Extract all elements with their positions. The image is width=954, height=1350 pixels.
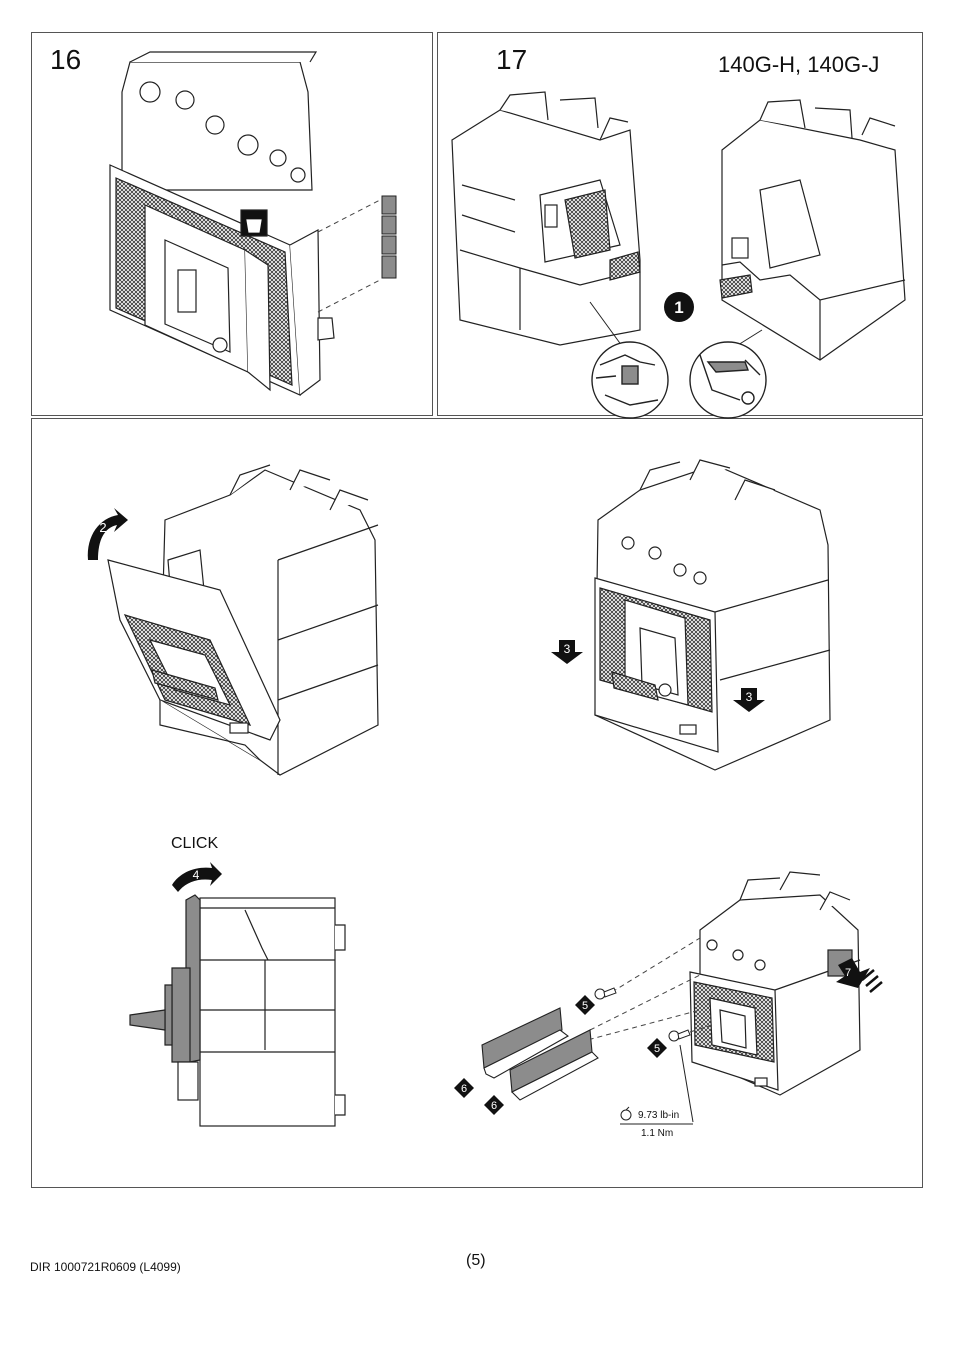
callout-3-right-label: 3 — [746, 690, 753, 704]
callout-7: 7 — [836, 958, 883, 993]
callout-1: 1 — [664, 292, 694, 322]
screw-upper — [594, 987, 617, 1000]
step16-leader-lines — [317, 199, 381, 313]
callout-6-upper: 6 — [454, 1078, 474, 1098]
assembly-dashed-guides — [579, 937, 713, 1043]
callout-3-left-label: 3 — [564, 642, 571, 656]
model-numbers: 140G-H, 140G-J — [718, 52, 880, 77]
terminal-covers — [481, 1007, 599, 1101]
torque-spec — [620, 1044, 694, 1125]
step16-grey-pad — [381, 195, 397, 279]
torque-imperial: 9.73 lb-in — [638, 1110, 680, 1121]
callout-6-lower: 6 — [484, 1095, 504, 1115]
assembly-closed-cover-drawing — [594, 459, 831, 771]
step17-breaker-right — [719, 99, 906, 361]
step17-detail-circle-right — [689, 341, 767, 419]
click-label: CLICK — [171, 835, 219, 852]
assembly-exploded-breaker — [689, 871, 861, 1096]
callout-5-lower-label: 5 — [654, 1043, 660, 1055]
callout-3-left: 3 — [551, 640, 583, 664]
callout-2-label: 2 — [99, 520, 106, 535]
step-16-number: 16 — [50, 44, 82, 75]
callout-4: 4 — [172, 862, 222, 892]
assembly-side-view-drawing — [129, 894, 346, 1127]
assembly-open-cover-drawing — [107, 464, 379, 776]
callout-6-lower-label: 6 — [491, 1100, 497, 1112]
callout-1-label: 1 — [674, 298, 683, 317]
callout-5-upper-label: 5 — [582, 1000, 588, 1012]
step16-breaker-drawing — [109, 51, 335, 396]
page-number: (5) — [466, 1252, 486, 1269]
torque-metric: 1.1 Nm — [641, 1128, 674, 1139]
callout-6-upper-label: 6 — [461, 1083, 467, 1095]
screw-lower — [668, 1029, 691, 1042]
step17-breaker-left — [451, 91, 641, 346]
callout-7-label: 7 — [845, 967, 851, 979]
step17-detail-leaders — [589, 301, 763, 347]
document-number: DIR 1000721R0609 (L4099) — [30, 1260, 181, 1274]
callout-5-upper: 5 — [575, 995, 595, 1015]
callout-3-right: 3 — [733, 688, 765, 712]
step17-detail-circle-left — [591, 341, 669, 419]
callout-4-label: 4 — [193, 868, 200, 882]
step-17-number: 17 — [496, 44, 528, 75]
callout-2: 2 — [87, 508, 128, 560]
callout-5-lower: 5 — [647, 1038, 667, 1058]
